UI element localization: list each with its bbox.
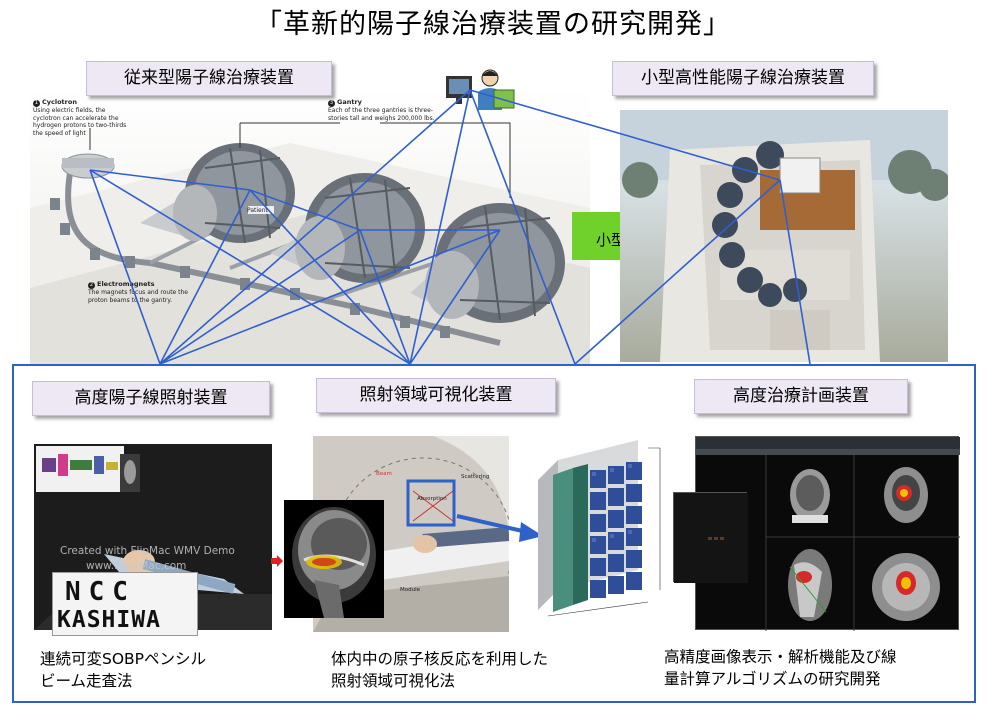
planning-side-panel xyxy=(673,492,747,582)
researcher-icon xyxy=(444,66,520,112)
module-label: Module xyxy=(400,587,420,593)
patient-caption: Patient xyxy=(247,207,268,215)
planning-label: 高度治療計画装置 xyxy=(694,379,908,414)
detector-module-diagram xyxy=(528,440,666,626)
planning-description: 高精度画像表示・解析機能及び線 量計算アルゴリズムの研究開発 xyxy=(664,646,897,690)
visualization-description: 体内中の原子核反応を利用した 照射領域可視化法 xyxy=(331,648,548,692)
conventional-label: 従来型陽子線治療装置 xyxy=(86,61,332,96)
irradiation-description: 連続可変SOBPペンシル ビーム走査法 xyxy=(40,648,206,692)
visualization-label: 照射領域可視化装置 xyxy=(316,378,556,413)
absorption-label: Absorption xyxy=(417,496,447,502)
arrow-small-icon xyxy=(271,552,283,564)
ncc-kashiwa-logo: NCC KASHIWA xyxy=(52,572,198,636)
page-title: 「革新的陽子線治療装置の研究開発」 xyxy=(0,2,986,41)
watermark-line1: Created with FlipMac WMV Demo xyxy=(60,545,235,557)
compact-facility-diagram xyxy=(620,110,948,362)
irradiation-label: 高度陽子線照射装置 xyxy=(32,381,270,416)
ct-dose-image xyxy=(284,500,384,618)
watermark-line2: www.Flip4Mac.com xyxy=(86,560,186,572)
compact-label: 小型高性能陽子線治療装置 xyxy=(612,61,874,96)
beam-label: Beam xyxy=(376,471,392,477)
scattering-label: Scattering xyxy=(461,474,489,480)
